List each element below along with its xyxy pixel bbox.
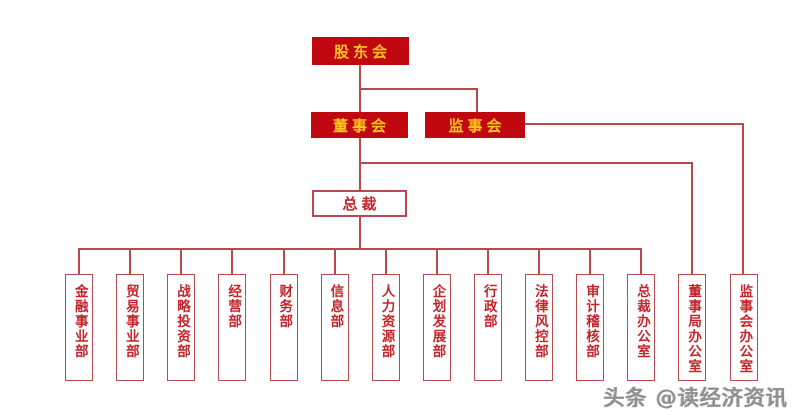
- connector-line: [640, 248, 643, 274]
- node-label: 董事会: [332, 116, 390, 135]
- connector-line: [742, 123, 744, 274]
- connector-line: [129, 248, 132, 274]
- connector-line: [333, 248, 336, 274]
- department-box: 财务部: [269, 274, 298, 381]
- connector-line: [78, 248, 80, 274]
- department-label: 审计稽核部: [582, 284, 599, 359]
- node-supervisory-board: 监事会: [425, 112, 525, 138]
- connector-line: [525, 123, 744, 125]
- department-box: 贸易事业部: [116, 274, 145, 381]
- department-label: 企划发展部: [429, 284, 446, 359]
- department-label: 金融事业部: [71, 284, 88, 359]
- node-label: 总裁: [342, 195, 381, 213]
- department-box: 监事会办公室: [729, 274, 758, 381]
- connector-line: [359, 217, 361, 250]
- connector-line: [359, 162, 692, 164]
- department-box: 企划发展部: [422, 274, 451, 381]
- connector-line: [79, 248, 640, 250]
- node-label: 股东会: [333, 42, 391, 61]
- department-label: 经营部: [225, 284, 242, 329]
- node-shareholders-meeting: 股东会: [312, 37, 409, 65]
- department-box: 信息部: [320, 274, 349, 381]
- department-box: 行政部: [474, 274, 502, 381]
- watermark: 头条 @读经济资讯: [603, 386, 788, 410]
- node-board-of-directors: 董事会: [311, 112, 408, 138]
- department-label: 贸易事业部: [122, 284, 139, 359]
- connector-line: [435, 248, 438, 274]
- connector-line: [359, 88, 478, 90]
- department-label: 法律风控部: [531, 284, 548, 359]
- department-label: 董事局办公室: [685, 284, 702, 374]
- department-box: 法律风控部: [525, 274, 554, 381]
- department-label: 信息部: [327, 284, 344, 329]
- node-president: 总裁: [312, 190, 407, 217]
- connector-line: [487, 248, 489, 274]
- connector-line: [231, 248, 234, 274]
- department-box: 审计稽核部: [576, 274, 605, 381]
- connector-line: [384, 248, 387, 274]
- connector-line: [476, 88, 478, 112]
- department-box: 董事局办公室: [678, 274, 707, 381]
- department-label: 战略投资部: [173, 284, 190, 359]
- connector-line: [589, 248, 592, 274]
- department-label: 总裁办公室: [634, 284, 651, 359]
- connector-line: [691, 162, 693, 274]
- node-label: 监事会: [448, 116, 506, 135]
- department-box: 总裁办公室: [627, 274, 656, 381]
- department-box: 战略投资部: [167, 274, 196, 381]
- department-label: 财务部: [276, 284, 293, 329]
- connector-line: [180, 248, 183, 274]
- connector-line: [282, 248, 285, 274]
- department-label: 人力资源部: [378, 284, 395, 359]
- department-label: 行政部: [480, 284, 497, 329]
- connector-line: [538, 248, 541, 274]
- department-box: 金融事业部: [65, 274, 93, 381]
- department-box: 人力资源部: [371, 274, 400, 381]
- department-label: 监事会办公室: [736, 284, 753, 374]
- department-box: 经营部: [218, 274, 247, 381]
- connector-line: [359, 138, 361, 190]
